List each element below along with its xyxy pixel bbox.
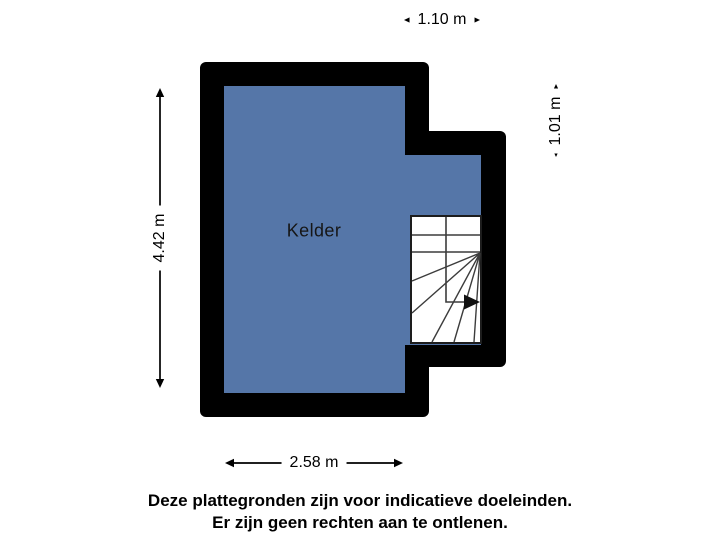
disclaimer-line-1: Deze plattegronden zijn voor indicatieve… [147, 491, 573, 510]
dimension-label-left: 4.42 m [149, 205, 171, 271]
arrowhead-down-icon [155, 379, 165, 388]
room-floor-main [224, 86, 405, 393]
room-floor [224, 86, 481, 393]
arrowhead-up-icon [155, 88, 165, 97]
dimension-label-top: 1.10 m [409, 9, 475, 31]
disclaimer: Deze plattegronden zijn voor indicatieve… [0, 490, 720, 534]
stair-walk-line [445, 217, 464, 303]
dimension-label-right: 1.01 m [545, 88, 567, 154]
arrowhead-right-icon [394, 458, 403, 468]
arrowhead-left-icon [225, 458, 234, 468]
stair-direction-arrow-icon [464, 294, 480, 310]
staircase [410, 215, 482, 344]
room-label-kelder: Kelder [286, 220, 342, 241]
disclaimer-line-2: Er zijn geen rechten aan te ontlenen. [212, 513, 508, 532]
dimension-label-bottom: 2.58 m [281, 452, 347, 474]
